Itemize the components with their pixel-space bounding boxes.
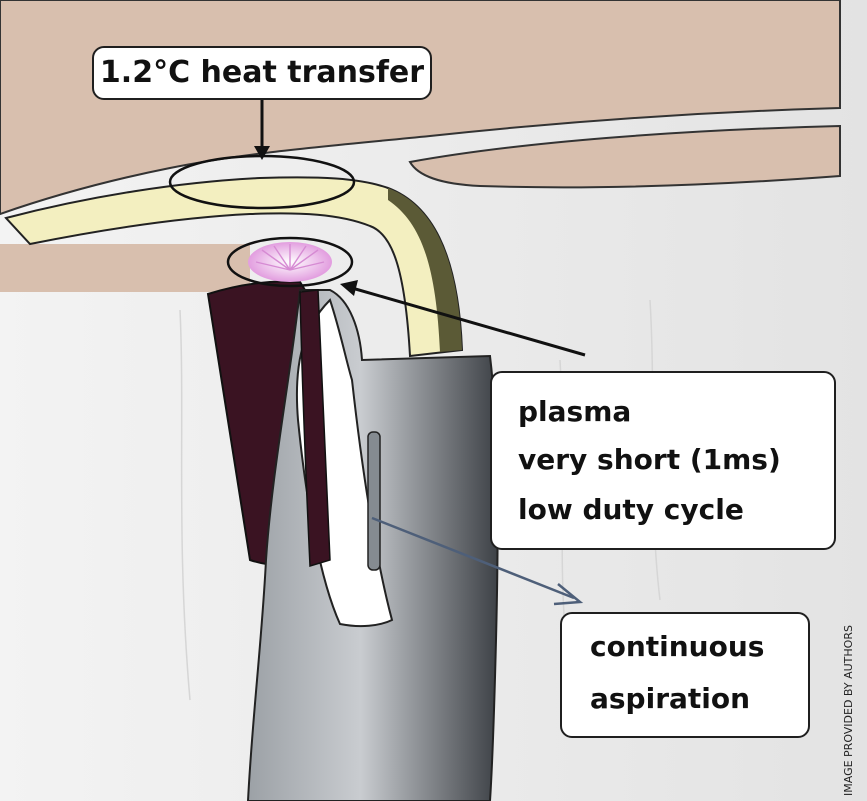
- tissue-flap: [408, 124, 841, 189]
- plasma-line-1: plasma: [518, 395, 632, 428]
- image-credit: IMAGE PROVIDED BY AUTHORS: [842, 625, 855, 796]
- aspiration-callout: continuous aspiration: [560, 612, 810, 738]
- plasma-arrow: [340, 280, 586, 357]
- plasma-line-3: low duty cycle: [518, 493, 744, 526]
- plasma-callout: plasma very short (1ms) low duty cycle: [490, 371, 836, 550]
- plasma-line-2: very short (1ms): [518, 443, 781, 476]
- heat-transfer-callout: 1.2°C heat transfer: [92, 46, 432, 100]
- heat-transfer-arrow: [254, 98, 270, 160]
- plasma-ellipse: [226, 236, 354, 288]
- lower-tissue-layer: [0, 244, 250, 292]
- aspiration-line-1: continuous: [590, 630, 765, 663]
- suction-slot: [367, 431, 381, 571]
- heat-transfer-label: 1.2°C heat transfer: [99, 55, 425, 90]
- insulator-arm-shadow: [388, 188, 462, 352]
- aspiration-line-2: aspiration: [590, 682, 751, 715]
- inner-electrode: [299, 289, 331, 567]
- aspiration-arrow: [371, 516, 584, 606]
- plasma-glow: [248, 242, 332, 282]
